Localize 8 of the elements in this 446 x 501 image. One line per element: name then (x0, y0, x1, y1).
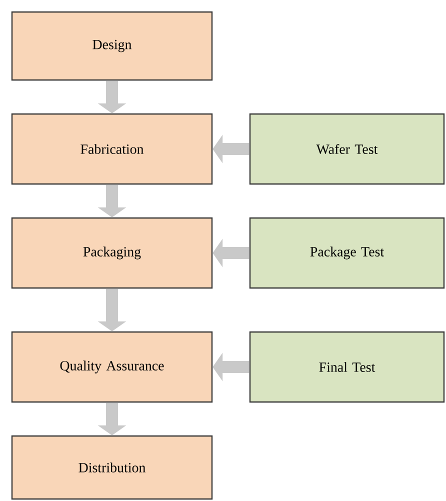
test-box: Package Test (249, 217, 445, 289)
process-box: Distribution (11, 435, 213, 500)
process-box: Packaging (11, 217, 213, 289)
process-box: Design (11, 11, 213, 81)
test-box: Wafer Test (249, 113, 445, 185)
test-box: Final Test (249, 331, 445, 403)
process-box: Quality Assurance (11, 331, 213, 403)
process-box: Fabrication (11, 113, 213, 185)
